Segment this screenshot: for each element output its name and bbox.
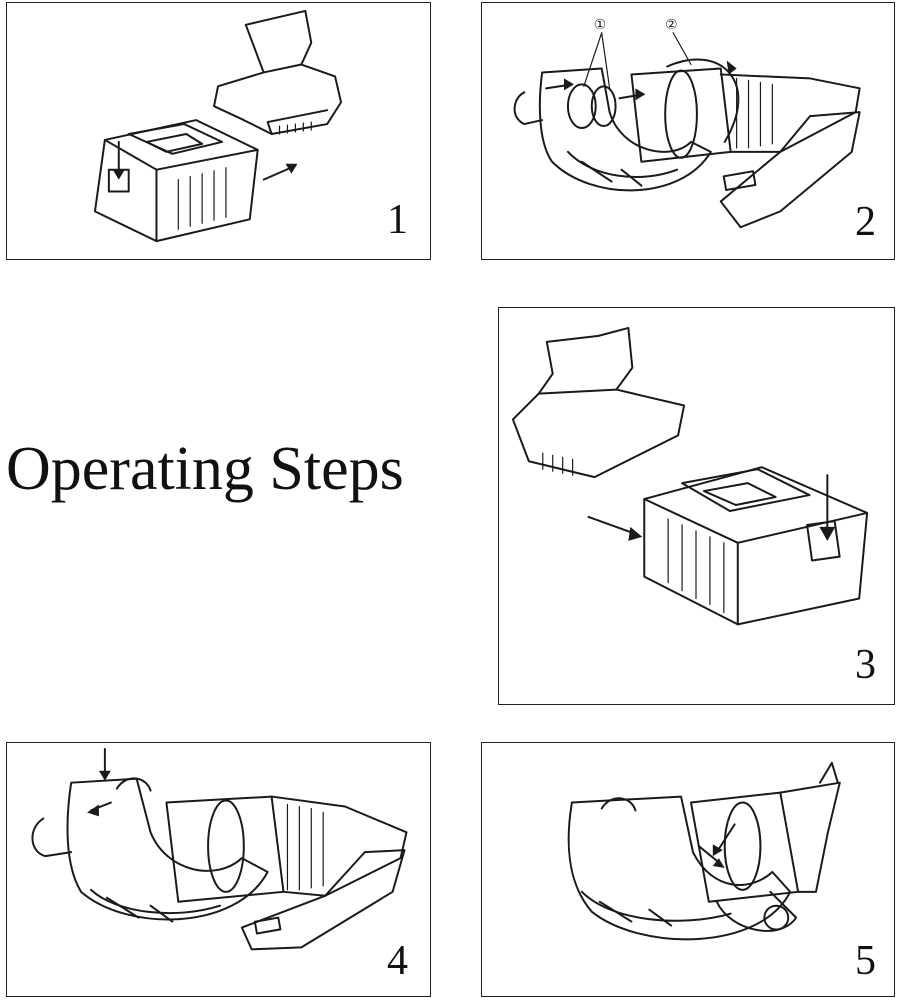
step-5-panel: 5 — [481, 742, 895, 997]
pin-release-illustration — [31, 747, 408, 951]
step-4-panel: 4 — [6, 742, 431, 997]
step-number: 1 — [387, 197, 408, 243]
step-number: 2 — [855, 199, 876, 245]
marker-1-label: ① — [594, 17, 606, 33]
step-number: 4 — [387, 938, 408, 984]
step-2-panel: ① ② 2 — [481, 2, 895, 260]
head-rotation-illustration: ① ② — [513, 17, 861, 229]
step-number: 5 — [855, 938, 876, 984]
marker-2-label: ② — [665, 17, 677, 33]
die-installation-illustration — [567, 761, 841, 941]
battery-insertion-illustration — [511, 326, 869, 626]
step-3-panel: 3 — [498, 307, 895, 705]
page-title: Operating Steps — [6, 435, 404, 503]
step-number: 3 — [855, 642, 876, 688]
step-1-panel: 1 — [6, 2, 431, 260]
battery-removal-illustration — [93, 9, 343, 243]
